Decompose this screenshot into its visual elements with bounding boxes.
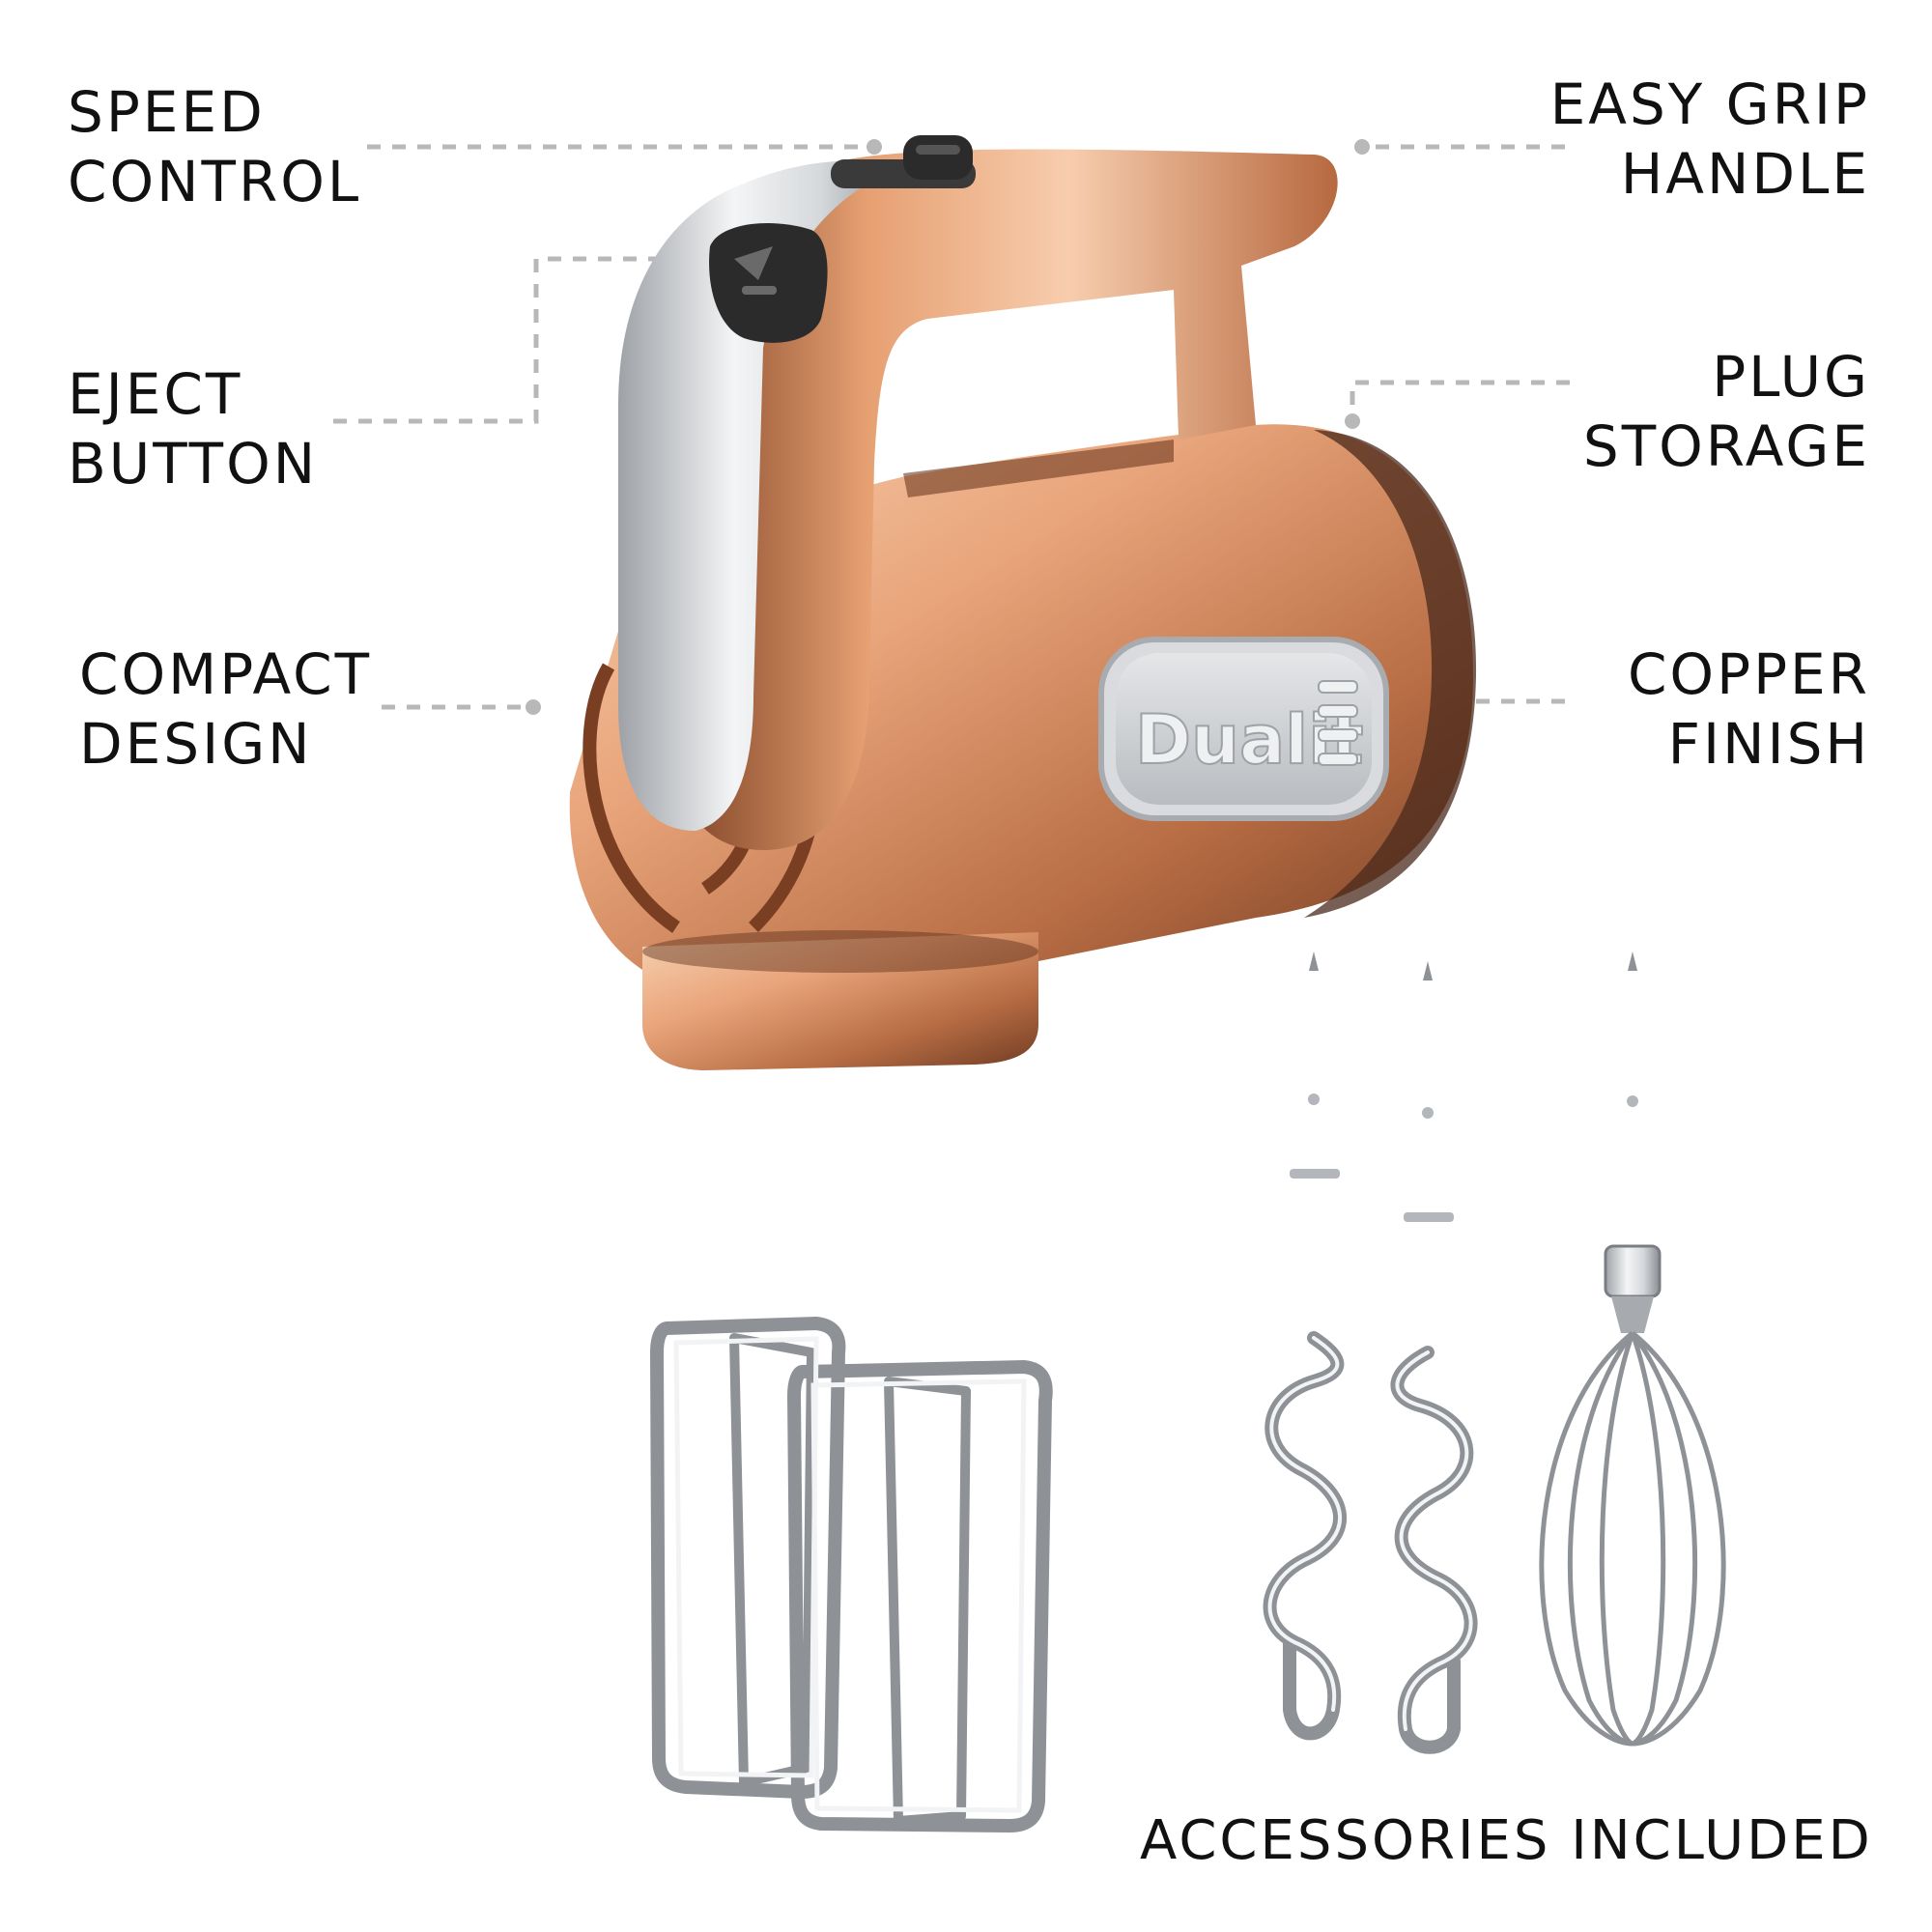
accessories-included-label: ACCESSORIES INCLUDED [1140, 1809, 1873, 1872]
chrome-spine [618, 160, 908, 832]
plug-storage-label-line1: PLUG [1712, 344, 1870, 410]
plug-storage-label-line2: STORAGE [1582, 413, 1870, 479]
speed-control-label-line2: CONTROL [68, 149, 362, 214]
compact-design-label-line1: COMPACT [79, 641, 373, 707]
speed-control-label-line1: SPEED [68, 79, 266, 145]
compact-design-label: COMPACT DESIGN [79, 639, 372, 779]
compact-design-label-line2: DESIGN [79, 711, 313, 777]
easy-grip-handle-label: EASY GRIP HANDLE [1550, 70, 1870, 209]
plug-storage-label: PLUG STORAGE [1583, 342, 1870, 481]
copper-finish-label-line1: COPPER [1627, 641, 1870, 707]
speed-control-slider [831, 135, 976, 188]
brand-badge: Dualit [1098, 637, 1389, 821]
eject-button [709, 223, 828, 343]
hand-mixer: Dualit [569, 135, 1477, 1070]
eject-button-label-line2: BUTTON [68, 431, 319, 497]
speed-control-label: SPEED CONTROL [68, 77, 361, 216]
dough-hook-right [1390, 961, 1478, 1754]
copper-finish-label: COPPER FINISH [1628, 639, 1870, 779]
balloon-whisk [1539, 952, 1726, 1747]
copper-finish-label-line2: FINISH [1667, 711, 1870, 777]
attached-beaters [650, 1063, 1053, 1833]
easy-grip-handle-label-line1: EASY GRIP [1549, 71, 1870, 137]
base-foot [642, 932, 1038, 1070]
easy-grip-handle-label-line2: HANDLE [1620, 141, 1870, 207]
grip-handle [667, 149, 1338, 850]
eject-button-label: EJECT BUTTON [68, 359, 318, 498]
eject-button-label-line1: EJECT [68, 361, 243, 427]
dough-hook-left [1263, 952, 1348, 1741]
